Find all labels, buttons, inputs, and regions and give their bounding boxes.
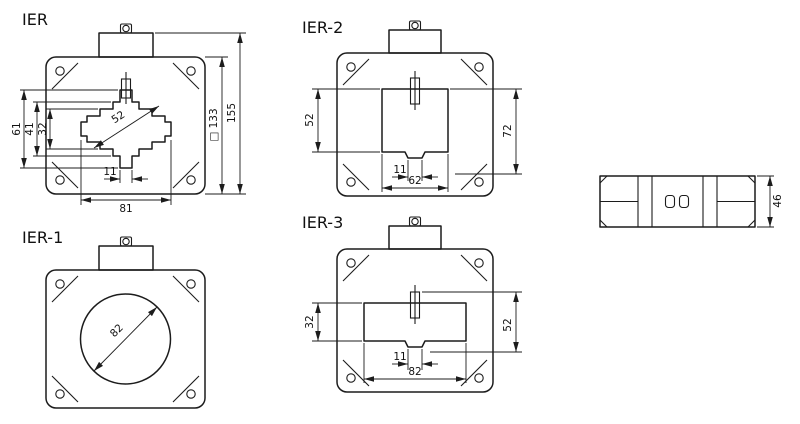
ier1-body-outline	[45, 269, 206, 409]
svg-text:72: 72	[502, 124, 514, 137]
svg-text:□ 133: □ 133	[208, 108, 220, 141]
svg-text:32: 32	[304, 315, 316, 328]
ier-front-view: IER 61 41	[11, 10, 246, 215]
ier-view-label: IER	[22, 10, 48, 29]
ier-dim-61: 61	[11, 89, 118, 169]
ier-corner-chamfers	[51, 62, 200, 189]
ier1-mounting-holes	[55, 279, 196, 399]
svg-text:32: 32	[37, 122, 49, 135]
ier1-corner-chamfers	[51, 275, 200, 403]
ier2-dim-72: 72	[450, 88, 522, 175]
svg-text:82: 82	[408, 366, 421, 378]
svg-text:11: 11	[393, 351, 406, 363]
svg-text:81: 81	[119, 203, 132, 215]
ier-dim-32: 32	[37, 108, 98, 150]
ier-terminal-screw	[122, 24, 130, 33]
ier1-terminal-tab	[98, 236, 154, 271]
ier3-dim-11: 11	[392, 349, 438, 370]
svg-text:11: 11	[103, 166, 116, 178]
ier-mounting-holes	[55, 66, 196, 185]
ier3-terminal-screw	[411, 217, 419, 226]
ier2-front-view: IER-2 52 72	[302, 18, 522, 197]
side-corner-chamfers	[599, 175, 756, 228]
svg-text:82: 82	[108, 322, 126, 340]
ier2-terminal-tab	[388, 20, 442, 54]
side-view: 46	[599, 175, 784, 228]
ier-dim-41: 41	[24, 101, 111, 157]
ier2-square-aperture	[381, 88, 449, 159]
ier3-dim-32: 32	[304, 302, 362, 342]
ier2-center-pin	[409, 71, 421, 110]
svg-text:46: 46	[772, 194, 784, 208]
ier3-dim-82: 82	[363, 343, 467, 383]
ier3-center-pin	[409, 285, 421, 324]
ier3-mounting-holes	[346, 258, 484, 383]
ier1-round-aperture	[79, 293, 172, 385]
ier2-dim-52: 52	[304, 88, 380, 153]
side-section-lines	[600, 176, 755, 227]
ier-center-pin	[120, 72, 132, 104]
ier-dim-133: □ 133	[205, 56, 246, 195]
ier3-slot-aperture	[363, 302, 467, 348]
svg-text:11: 11	[393, 164, 406, 176]
svg-text:61: 61	[11, 122, 23, 135]
ier1-dim-82-diagonal: 82	[93, 306, 158, 372]
ier2-mounting-holes	[346, 62, 484, 187]
ier3-front-view: IER-3 32 52	[302, 213, 522, 393]
svg-text:52: 52	[502, 318, 514, 331]
ier3-view-label: IER-3	[302, 213, 343, 232]
side-terminal-screws	[664, 194, 690, 209]
svg-text:52: 52	[109, 109, 127, 126]
ier1-terminal-screw	[122, 237, 130, 246]
ier2-dim-11: 11	[392, 160, 438, 181]
ier-dim-11: 11	[103, 166, 148, 183]
ier-dim-155: 155	[155, 32, 246, 194]
ier1-front-view: IER-1 82	[22, 228, 206, 409]
svg-text:52: 52	[304, 113, 316, 126]
svg-text:62: 62	[408, 175, 421, 187]
ier2-dim-62: 62	[381, 154, 449, 192]
ier3-body-outline	[336, 248, 494, 393]
ier3-dim-52: 52	[422, 291, 522, 353]
ier-dim-52-diagonal: 52	[93, 105, 160, 149]
ier-body-outline	[45, 56, 206, 195]
ier2-terminal-screw	[411, 21, 419, 30]
ier2-corner-chamfers	[342, 58, 488, 191]
ier2-body-outline	[336, 52, 494, 197]
ier2-view-label: IER-2	[302, 18, 343, 37]
svg-text:41: 41	[24, 122, 36, 135]
ier3-terminal-tab	[388, 216, 442, 250]
ier-terminal-tab	[98, 23, 154, 58]
ier1-view-label: IER-1	[22, 228, 63, 247]
svg-text:155: 155	[226, 103, 238, 123]
side-dim-46: 46	[757, 175, 784, 228]
ier-dim-81: 81	[80, 140, 172, 215]
